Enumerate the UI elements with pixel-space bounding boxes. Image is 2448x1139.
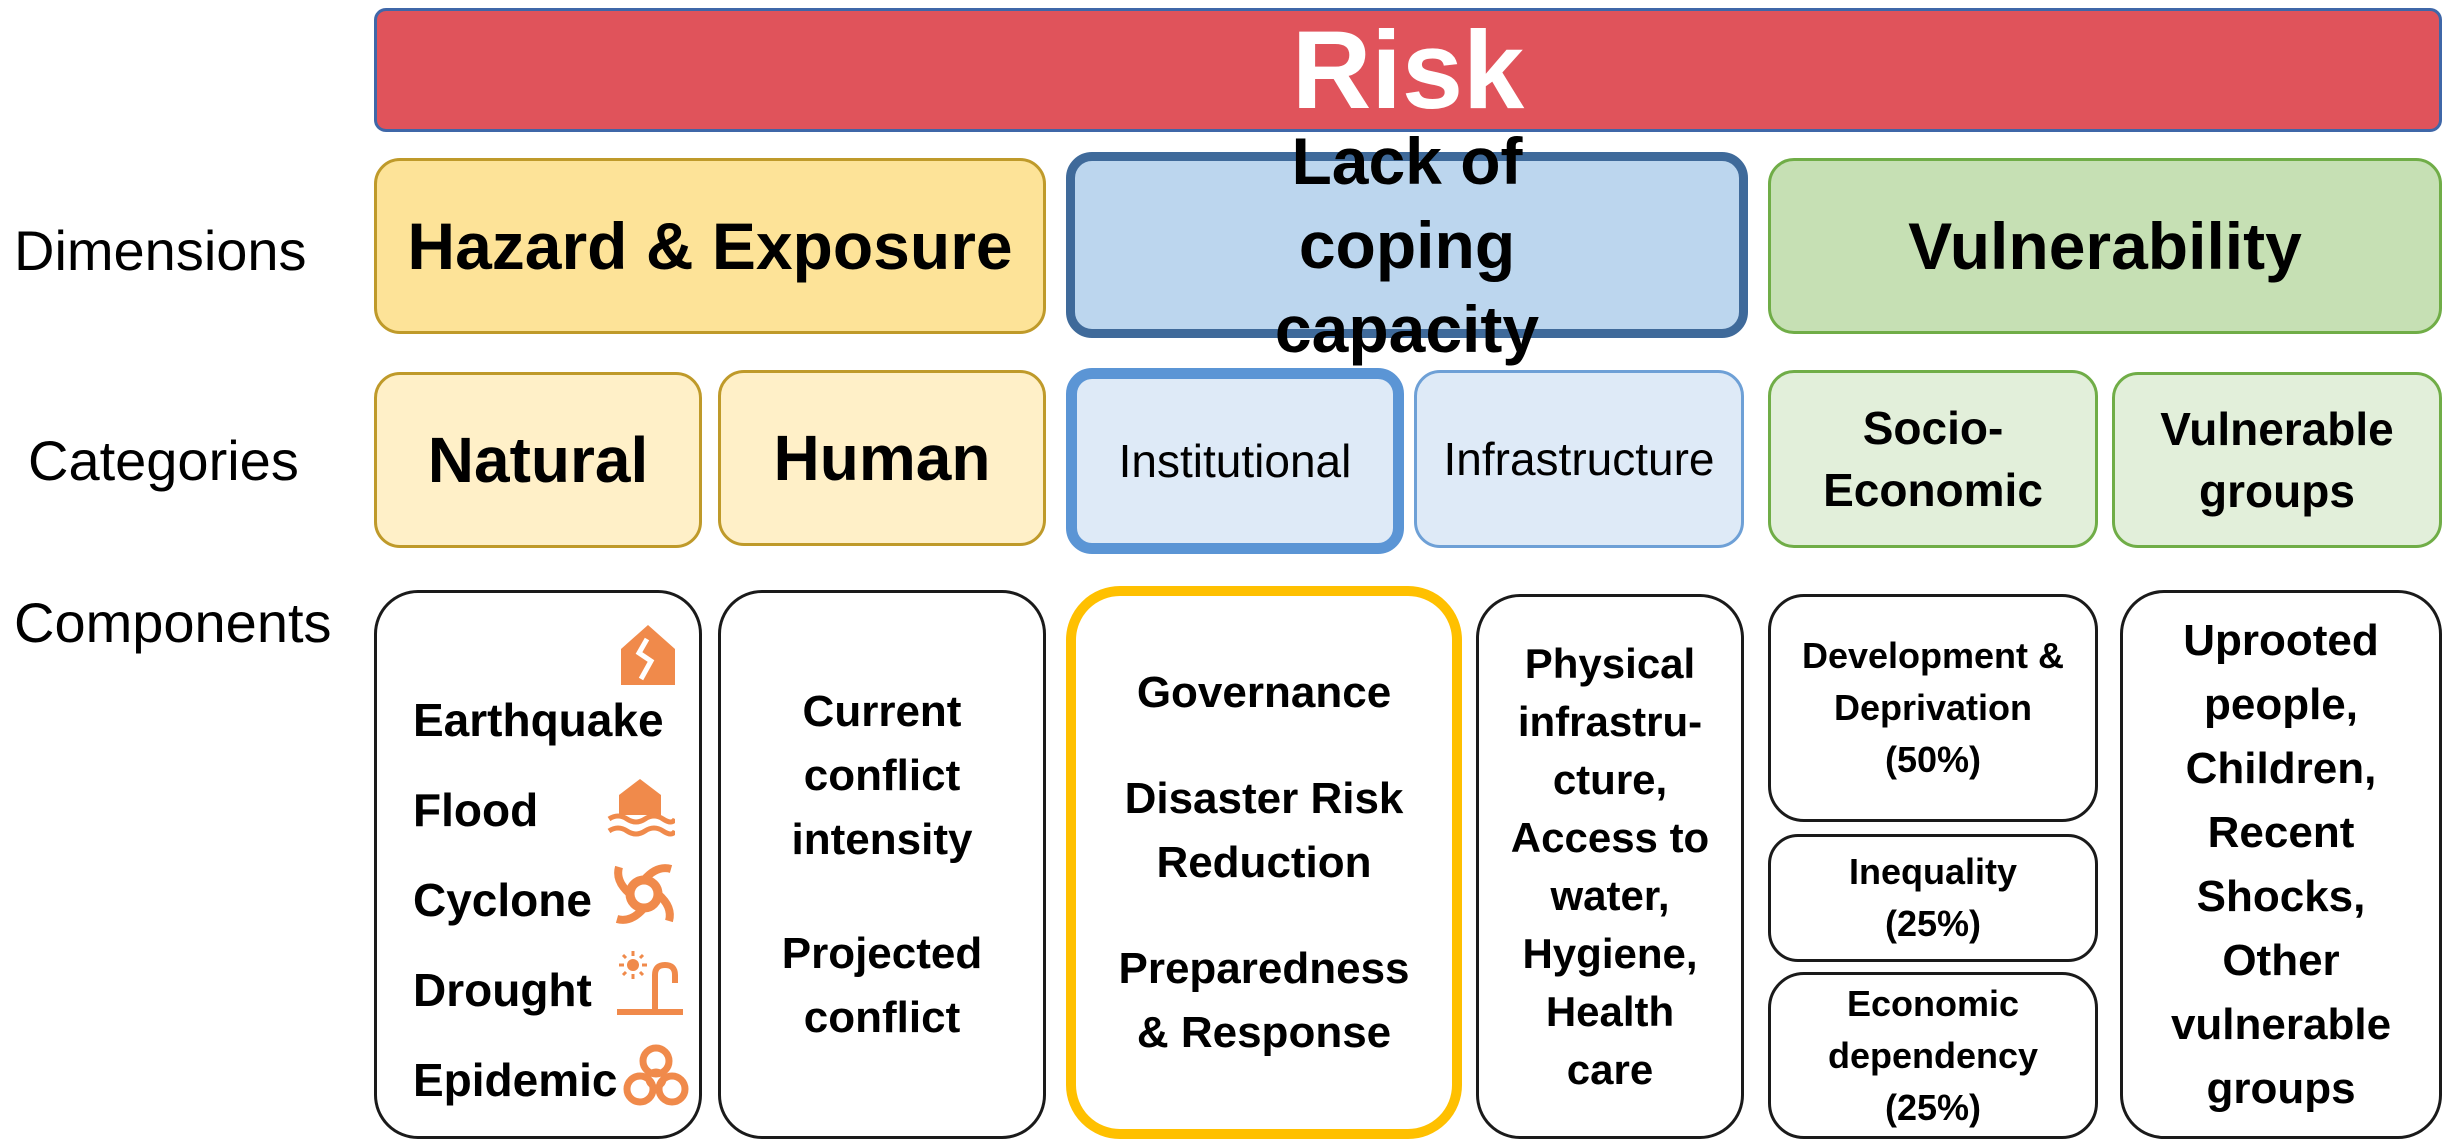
components-infrastructure: Physical infrastru-cture, Access to wate… bbox=[1476, 594, 1744, 1139]
inequality-label: Inequality (25%) bbox=[1848, 851, 2018, 944]
component-cyclone: Cyclone bbox=[413, 868, 592, 932]
component-preparedness-response: Preparedness & Response bbox=[1118, 943, 1410, 1057]
row-label-components: Components bbox=[14, 590, 332, 654]
dimension-vulnerability-label: Vulnerability bbox=[1908, 209, 2302, 283]
component-projected-conflict: Projected conflict bbox=[781, 928, 983, 1042]
flood-icon bbox=[607, 779, 675, 837]
dimension-lack-of-coping-capacity: Lack of coping capacity bbox=[1066, 124, 1748, 366]
component-economic-dependency: Economic dependency (25%) bbox=[1768, 972, 2098, 1139]
dimension-hazard-label: Hazard & Exposure bbox=[407, 209, 1013, 283]
earthquake-icon bbox=[621, 625, 675, 685]
epidemic-label: Epidemic bbox=[413, 1054, 618, 1106]
economic-dependency-label: Economic dependency (25%) bbox=[1827, 982, 2039, 1128]
component-epidemic: Epidemic bbox=[413, 1048, 618, 1112]
category-natural-label: Natural bbox=[427, 424, 649, 496]
category-institutional-label: Institutional bbox=[1118, 435, 1352, 487]
category-human-label: Human bbox=[773, 422, 991, 494]
category-socio-economic-label: Socio-Economic bbox=[1823, 402, 2043, 516]
drought-label: Drought bbox=[413, 964, 592, 1016]
components-natural: Earthquake Flood Cyclone Drought bbox=[374, 590, 702, 1139]
category-institutional: Institutional bbox=[1066, 368, 1404, 554]
risk-title-bar: Risk bbox=[374, 8, 2442, 132]
dimension-coping-label: Lack of coping capacity bbox=[1274, 124, 1540, 366]
component-drought: Drought bbox=[413, 958, 592, 1022]
category-infrastructure: Infrastructure bbox=[1414, 370, 1744, 548]
components-institutional: Governance Disaster Risk Reduction Prepa… bbox=[1066, 586, 1462, 1139]
component-infrastructure-text: Physical infrastru-cture, Access to wate… bbox=[1510, 639, 1710, 1093]
component-earthquake: Earthquake bbox=[413, 688, 664, 752]
components-vulnerable-groups: Uprooted people, Children, Recent Shocks… bbox=[2120, 590, 2442, 1139]
development-deprivation-label: Development & Deprivation (50%) bbox=[1801, 635, 2065, 780]
category-vulnerable-groups-label: Vulnerable groups bbox=[2160, 403, 2394, 517]
risk-title: Risk bbox=[1291, 8, 1525, 132]
earthquake-label: Earthquake bbox=[413, 694, 664, 746]
category-human: Human bbox=[718, 370, 1046, 546]
component-current-conflict: Current conflict intensity bbox=[791, 686, 973, 864]
epidemic-icon bbox=[623, 1044, 689, 1106]
component-governance: Governance bbox=[1136, 667, 1392, 717]
components-human: Current conflict intensity Projected con… bbox=[718, 590, 1046, 1139]
category-infrastructure-label: Infrastructure bbox=[1443, 433, 1715, 485]
flood-label: Flood bbox=[413, 784, 539, 836]
component-development-deprivation: Development & Deprivation (50%) bbox=[1768, 594, 2098, 822]
category-socio-economic: Socio-Economic bbox=[1768, 370, 2098, 548]
cyclone-label: Cyclone bbox=[413, 874, 592, 926]
category-natural: Natural bbox=[374, 372, 702, 548]
cyclone-icon bbox=[614, 864, 674, 924]
component-inequality: Inequality (25%) bbox=[1768, 834, 2098, 962]
vulnerable-groups-text: Uprooted people, Children, Recent Shocks… bbox=[2170, 615, 2392, 1113]
dimension-vulnerability: Vulnerability bbox=[1768, 158, 2442, 334]
category-vulnerable-groups: Vulnerable groups bbox=[2112, 372, 2442, 548]
row-label-categories: Categories bbox=[28, 428, 299, 492]
drought-icon bbox=[617, 951, 683, 1015]
row-label-dimensions: Dimensions bbox=[14, 218, 307, 282]
component-disaster-risk-reduction: Disaster Risk Reduction bbox=[1124, 773, 1404, 887]
component-flood: Flood bbox=[413, 778, 538, 842]
dimension-hazard-exposure: Hazard & Exposure bbox=[374, 158, 1046, 334]
